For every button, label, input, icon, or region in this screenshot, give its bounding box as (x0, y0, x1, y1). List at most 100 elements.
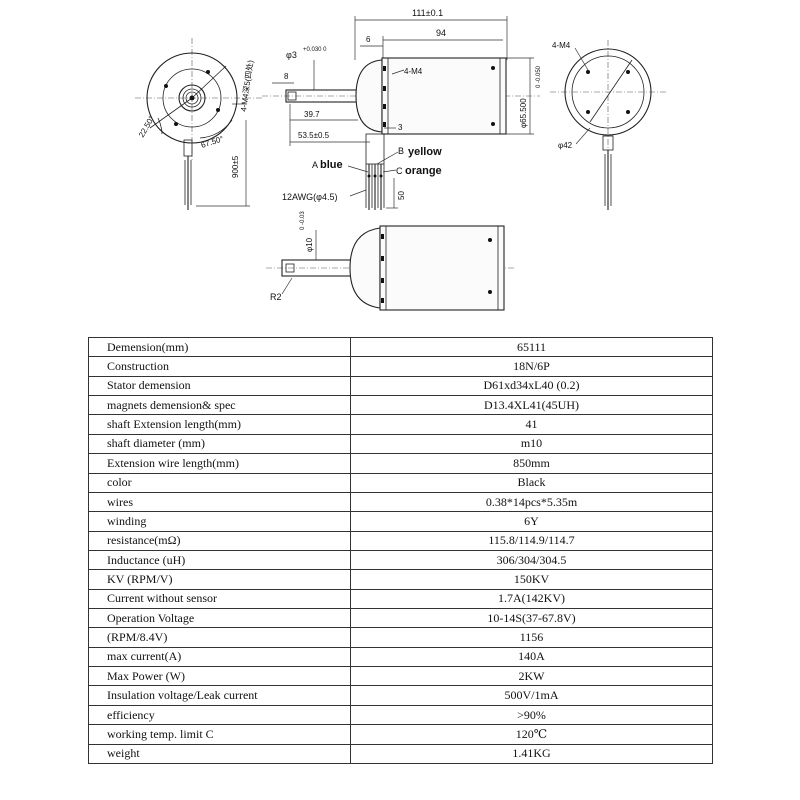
lower-shaft-dia-tol: 0 -0.03 (300, 211, 306, 230)
side-hole-note: 4-M4 (404, 67, 423, 76)
spec-label: KV (RPM/V) (88, 569, 351, 590)
spec-label: max current(A) (88, 646, 351, 668)
spec-value: 1.7A(142KV) (350, 588, 713, 610)
side-dim-53-5: 53.5±0.5 (298, 131, 330, 140)
spec-label: magnets demension& spec (88, 395, 351, 416)
wire-gauge: 12AWG(φ4.5) (282, 192, 338, 202)
spec-value: D13.4XL41(45UH) (350, 395, 713, 416)
spec-value: >90% (350, 704, 713, 726)
front-view: 22.50° 67.50° 4-M4深5(四处) 900±5 (135, 38, 262, 210)
spec-label: weight (88, 743, 351, 765)
spec-value: 18N/6P (350, 356, 713, 377)
spec-label: shaft Extension length(mm) (88, 414, 351, 435)
side-dim-50: 50 (397, 191, 406, 200)
table-row: KV (RPM/V)150KV (88, 569, 713, 590)
spec-label: winding (88, 511, 351, 532)
rear-bolt-circle: φ42 (558, 141, 573, 150)
spec-value: Black (350, 472, 713, 493)
table-row: Extension wire length(mm)850mm (88, 453, 713, 474)
table-row: efficiency>90% (88, 704, 713, 726)
spec-label: Inductance (uH) (88, 549, 351, 571)
spec-value: D61xd34xL40 (0.2) (350, 375, 713, 397)
spec-value: 500V/1mA (350, 685, 713, 706)
spec-value: m10 (350, 433, 713, 455)
spec-label: Insulation voltage/Leak current (88, 685, 351, 706)
lower-view: φ10 0 -0.03 R2 (266, 211, 515, 311)
spec-label: color (88, 472, 351, 493)
side-dim-39-7: 39.7 (304, 110, 320, 119)
lower-shaft-dia: φ10 (305, 237, 314, 252)
rear-view: 4-M4 φ42 (550, 40, 668, 210)
table-row: max current(A)140A (88, 646, 713, 668)
spec-value: 115.8/114.9/114.7 (350, 530, 713, 551)
spec-label: Operation Voltage (88, 608, 351, 629)
spec-value: 1156 (350, 627, 713, 648)
wire-color-blue: blue (320, 159, 343, 171)
spec-value: 65111 (350, 336, 713, 358)
spec-value: 0.38*14pcs*5.35m (350, 491, 713, 513)
side-dim-8: 8 (284, 72, 289, 81)
spec-label: working temp. limit C (88, 724, 351, 745)
table-row: Inductance (uH)306/304/304.5 (88, 549, 713, 571)
spec-value: 140A (350, 646, 713, 668)
spec-label: resistance(mΩ) (88, 530, 351, 551)
side-overall-length: 111±0.1 (412, 8, 443, 18)
spec-label: shaft diameter (mm) (88, 433, 351, 455)
spec-value: 306/304/304.5 (350, 549, 713, 571)
wire-label-c: C (396, 166, 403, 176)
side-shaft-dia: φ3 (286, 50, 297, 60)
wire-color-orange: orange (405, 165, 442, 177)
table-row: (RPM/8.4V)1156 (88, 627, 713, 648)
front-angle-a: 22.50° (137, 114, 156, 139)
side-dim-3: 3 (398, 123, 403, 132)
side-body-dia: φ65.500 (519, 98, 528, 128)
spec-label: Extension wire length(mm) (88, 453, 351, 474)
front-angle-b: 67.50° (200, 134, 225, 150)
lower-radius: R2 (270, 292, 282, 302)
spec-value: 2KW (350, 666, 713, 687)
front-wire-length: 900±5 (231, 155, 240, 178)
spec-value: 150KV (350, 569, 713, 590)
spec-label: Construction (88, 356, 351, 377)
wire-label-a: A (312, 160, 318, 170)
spec-label: Stator demension (88, 375, 351, 397)
motor-technical-drawing: 22.50° 67.50° 4-M4深5(四处) 900±5 111±0.1 9… (135, 8, 668, 311)
wire-color-yellow: yellow (408, 146, 442, 158)
spec-label: Max Power (W) (88, 666, 351, 687)
spec-value: 120℃ (350, 724, 713, 745)
spec-label: Demension(mm) (88, 336, 351, 358)
rear-hole-note: 4-M4 (552, 41, 571, 50)
spec-value: 10-14S(37-67.8V) (350, 608, 713, 629)
spec-label: (RPM/8.4V) (88, 627, 351, 648)
side-body-length: 94 (436, 28, 446, 38)
spec-label: efficiency (88, 704, 351, 726)
side-body-dia-tol: 0 -0.050 (536, 65, 542, 88)
table-row: shaft diameter (mm)m10 (88, 433, 713, 455)
side-offset-6: 6 (366, 35, 371, 44)
spec-value: 6Y (350, 511, 713, 532)
spec-label: wires (88, 491, 351, 513)
spec-label: Current without sensor (88, 588, 351, 610)
table-row: Demension(mm)65111 (88, 336, 713, 358)
side-view: 111±0.1 94 6 φ3 +0.030 0 8 4-M4 (262, 8, 542, 210)
spec-value: 1.41KG (350, 743, 713, 765)
spec-value: 850mm (350, 453, 713, 474)
table-row: resistance(mΩ)115.8/114.9/114.7 (88, 530, 713, 551)
side-shaft-dia-tol: +0.030 0 (303, 47, 327, 53)
spec-value: 41 (350, 414, 713, 435)
table-row: shaft Extension length(mm)41 (88, 414, 713, 435)
wire-label-b: B (398, 146, 404, 156)
